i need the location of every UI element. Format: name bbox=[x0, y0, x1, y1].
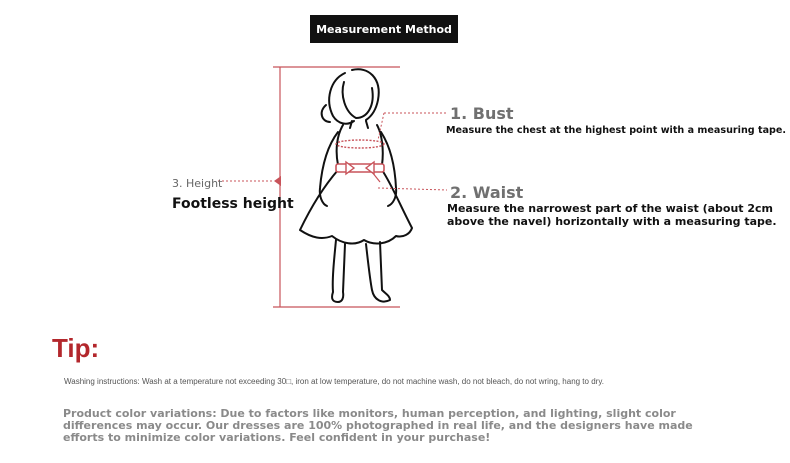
hair-right bbox=[351, 68, 380, 121]
tip-title: Tip: bbox=[52, 333, 100, 363]
waist-description: Measure the narrowest part of the waist … bbox=[447, 202, 777, 228]
skirt bbox=[299, 169, 413, 245]
right-arm bbox=[380, 131, 398, 207]
hair-left bbox=[328, 72, 355, 125]
waist-label: 2. Waist bbox=[450, 183, 524, 202]
bust-label: 1. Bust bbox=[450, 104, 514, 123]
waist-belt bbox=[335, 163, 385, 173]
neck bbox=[349, 120, 369, 129]
height-label: 3. Height bbox=[172, 177, 223, 190]
bust-ring bbox=[335, 139, 385, 149]
height-description: Footless height bbox=[172, 196, 294, 212]
bust-description: Measure the chest at the highest point w… bbox=[446, 125, 787, 136]
washing-instructions: Washing instructions: Wash at a temperat… bbox=[64, 377, 604, 386]
color-variation-note: Product color variations: Due to factors… bbox=[63, 407, 693, 444]
bow-icon bbox=[345, 160, 375, 176]
bow-tail bbox=[371, 171, 381, 183]
left-leg bbox=[331, 239, 346, 303]
girl-figure bbox=[299, 68, 413, 303]
bust-pointer-connector bbox=[377, 112, 385, 141]
measurement-method-header: Measurement Method bbox=[310, 15, 458, 43]
face bbox=[341, 81, 374, 119]
height-measure-bracket bbox=[273, 66, 400, 308]
height-arrow-icon bbox=[274, 176, 281, 186]
bodice bbox=[335, 124, 384, 166]
ponytail bbox=[320, 104, 331, 123]
left-arm bbox=[318, 131, 339, 207]
right-leg bbox=[365, 241, 391, 303]
waist-pointer-line bbox=[377, 187, 448, 191]
